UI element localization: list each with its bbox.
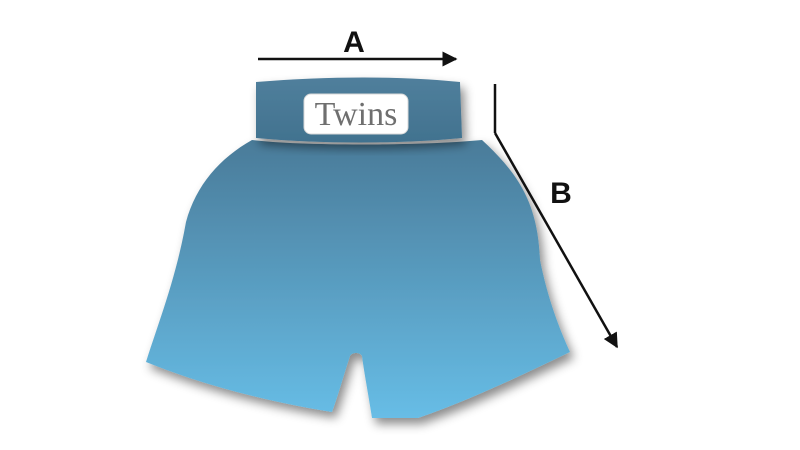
brand-text: Twins bbox=[315, 96, 398, 133]
dimension-b-label: B bbox=[550, 177, 572, 210]
shorts-body bbox=[146, 140, 570, 418]
dimension-a-label: A bbox=[343, 26, 365, 59]
brand-patch: Twins bbox=[303, 93, 409, 135]
dimension-b-arrow bbox=[493, 132, 619, 349]
